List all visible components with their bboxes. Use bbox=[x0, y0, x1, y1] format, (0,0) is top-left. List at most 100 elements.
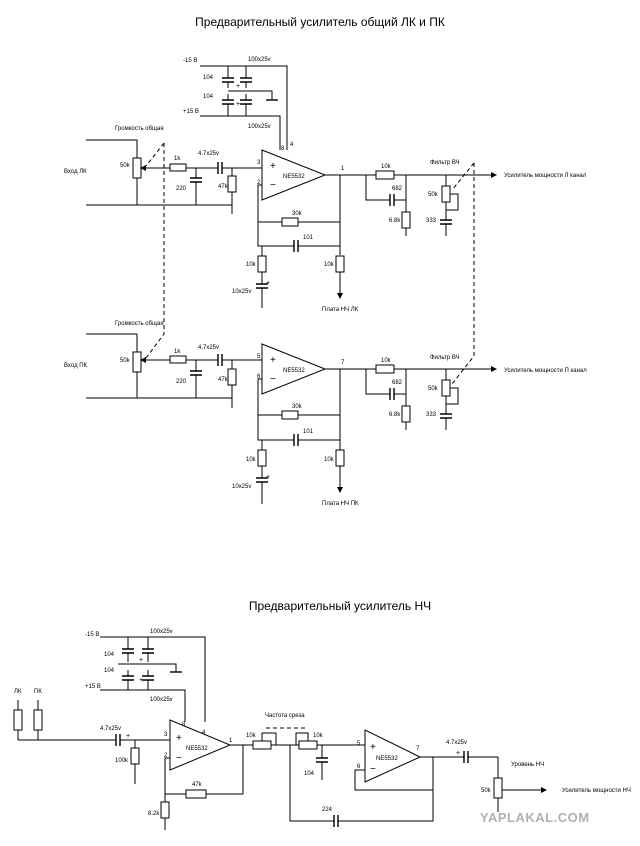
cfb-right-label: 101 bbox=[303, 429, 314, 435]
r-in-left-label: 1k bbox=[174, 156, 181, 162]
board-left-label: Плата НЧ ЛК bbox=[322, 307, 359, 313]
lf-power-block: -15 В +15 В 100x25v 100x25v 104 104 + + bbox=[85, 629, 206, 722]
lf-plus-a: + bbox=[139, 657, 143, 664]
lf-cutoff-label: Частота среза bbox=[265, 713, 305, 719]
pin5-right: 5 bbox=[257, 354, 261, 360]
opamp-left-plus: + bbox=[270, 161, 276, 172]
rgnd-left-label: 10k bbox=[246, 262, 257, 268]
lf-op1-plus: + bbox=[176, 733, 182, 744]
pin2-left: 2 bbox=[257, 180, 261, 186]
cgnd-left-label: 10x25v bbox=[232, 289, 251, 295]
lf-filter-stage: Частота среза 10k 10k 104 224 + − NE5532… bbox=[230, 713, 631, 827]
pot-right-label: 50k bbox=[120, 358, 131, 364]
lf-c104b-label: 104 bbox=[104, 668, 115, 674]
cap-104-a-label: 104 bbox=[203, 75, 214, 81]
lf-pos-label: +15 В bbox=[85, 684, 101, 690]
lf-pin7: 7 bbox=[416, 746, 420, 752]
board-right-label: Плата НЧ ПК bbox=[322, 501, 359, 507]
c220-left-label: 220 bbox=[176, 186, 187, 192]
lf-op2-plus: + bbox=[370, 742, 376, 753]
opamp-right-minus: − bbox=[270, 374, 276, 385]
r47k-left-label: 47k bbox=[218, 184, 229, 190]
lf-r82k-label: 8.2k bbox=[148, 811, 160, 817]
neg-rail-label: -15 В bbox=[183, 58, 197, 64]
lf-pin1: 1 bbox=[229, 738, 233, 744]
pin3-left: 3 bbox=[257, 160, 261, 166]
pin1-left: 1 bbox=[341, 166, 345, 172]
cap-100-b-label: 100x25v bbox=[248, 124, 271, 130]
lf-pin5: 5 bbox=[357, 741, 361, 747]
c220-right-label: 220 bbox=[176, 379, 187, 385]
pin8-left: 8 bbox=[281, 146, 285, 152]
main-title: Предварительный усилитель общий ЛК и ПК bbox=[195, 15, 445, 29]
lf-pin6: 6 bbox=[357, 764, 361, 770]
lf-r47k-label: 47k bbox=[192, 782, 203, 788]
lf-cin-plus: + bbox=[126, 733, 130, 740]
lf-pot2-label: 10k bbox=[313, 733, 324, 739]
pot-left-label: 50k bbox=[120, 163, 131, 169]
input-right-label: Вход ПК bbox=[64, 363, 88, 369]
lf-pk-label: ПК bbox=[34, 689, 42, 695]
lf-op1-label: NE5532 bbox=[186, 746, 208, 752]
opamp-left-label: NE5532 bbox=[283, 174, 305, 180]
opamp-left-minus: − bbox=[270, 180, 276, 191]
r68k-left-label: 6.8k bbox=[389, 218, 401, 224]
r68k-right-label: 6.8k bbox=[389, 412, 401, 418]
cap-104-b-label: 104 bbox=[203, 94, 214, 100]
lf-pin2: 2 bbox=[164, 753, 168, 759]
c333-left-label: 333 bbox=[426, 218, 437, 224]
r-in-right-label: 1k bbox=[174, 349, 181, 355]
out-right-label: Усилитель мощности П канал bbox=[504, 368, 587, 374]
lf-input-stage: ЛК ПК 4.7x25v + 100k + − NE5532 3 2 8 4 … bbox=[13, 689, 244, 830]
left-channel: Вход ЛК Громкость общая 50k 1k 220 4.7x2… bbox=[64, 126, 587, 313]
volume-left-label: Громкость общая bbox=[115, 126, 164, 132]
rout-right-label: 10k bbox=[381, 358, 392, 364]
watermark: YAPLAKAL.COM bbox=[480, 810, 590, 825]
lf-op2-label: NE5532 bbox=[376, 756, 398, 762]
rgnd-right-label: 10k bbox=[246, 457, 257, 463]
lf-cout-plus: + bbox=[456, 750, 460, 757]
pin4-left: 4 bbox=[290, 142, 294, 148]
lf-plus-b: + bbox=[139, 677, 143, 684]
lf-op1-minus: − bbox=[176, 753, 182, 764]
volume-right-label: Громкость общая bbox=[115, 321, 164, 327]
c682-left-label: 682 bbox=[392, 186, 403, 192]
lf-c104a-label: 104 bbox=[104, 652, 115, 658]
lf-cin-label: 4.7x25v bbox=[100, 726, 121, 732]
lf-pot1-label: 10k bbox=[246, 733, 257, 739]
cfb-left-label: 101 bbox=[303, 235, 314, 241]
lf-cout-label: 4.7x25v bbox=[446, 740, 467, 746]
filter-right-label: Фильтр ВЧ bbox=[430, 355, 460, 361]
right-channel: Вход ПК Громкость общая 50k 1k 220 4.7x2… bbox=[64, 321, 587, 507]
cgnd-right-plus: + bbox=[266, 474, 270, 481]
lf-c100a-label: 100x25v bbox=[150, 629, 173, 635]
volume-link bbox=[145, 142, 165, 359]
lf-potout-label: 50k bbox=[481, 788, 492, 794]
lf-out-label: Усилитель мощности НЧ bbox=[562, 788, 631, 794]
r47k-right-label: 47k bbox=[218, 377, 229, 383]
lf-pin3: 3 bbox=[164, 732, 168, 738]
lf-title: Предварительный усилитель НЧ bbox=[249, 599, 431, 613]
input-left-label: Вход ЛК bbox=[64, 169, 87, 175]
lf-level-label: Уровень НЧ bbox=[511, 762, 544, 768]
plus-a: + bbox=[236, 83, 240, 90]
lf-op2-minus: − bbox=[370, 764, 376, 775]
pos-rail-label: +15 В bbox=[183, 109, 199, 115]
cgnd-right-label: 10x25v bbox=[232, 484, 251, 490]
plus-b: + bbox=[236, 101, 240, 108]
out-left-label: Усилитель мощности Л канал bbox=[504, 173, 587, 179]
opamp-right-plus: + bbox=[270, 355, 276, 366]
lf-neg-label: -15 В bbox=[85, 632, 99, 638]
lf-r100k-label: 100k bbox=[115, 758, 129, 764]
lf-lk-label: ЛК bbox=[14, 689, 22, 695]
potf-left-label: 50k bbox=[428, 192, 439, 198]
power-block-top: -15 В +15 В 100x25v 100x25v 104 104 + + bbox=[183, 57, 288, 150]
filter-left-label: Фильтр ВЧ bbox=[430, 160, 460, 166]
c682-right-label: 682 bbox=[392, 380, 403, 386]
pin6-right: 6 bbox=[257, 374, 261, 380]
rout-left-label: 10k bbox=[381, 164, 392, 170]
cap-100-a-label: 100x25v bbox=[248, 57, 271, 63]
rload-left-label: 10k bbox=[324, 262, 335, 268]
c-in-right-label: 4.7x25v bbox=[198, 345, 219, 351]
